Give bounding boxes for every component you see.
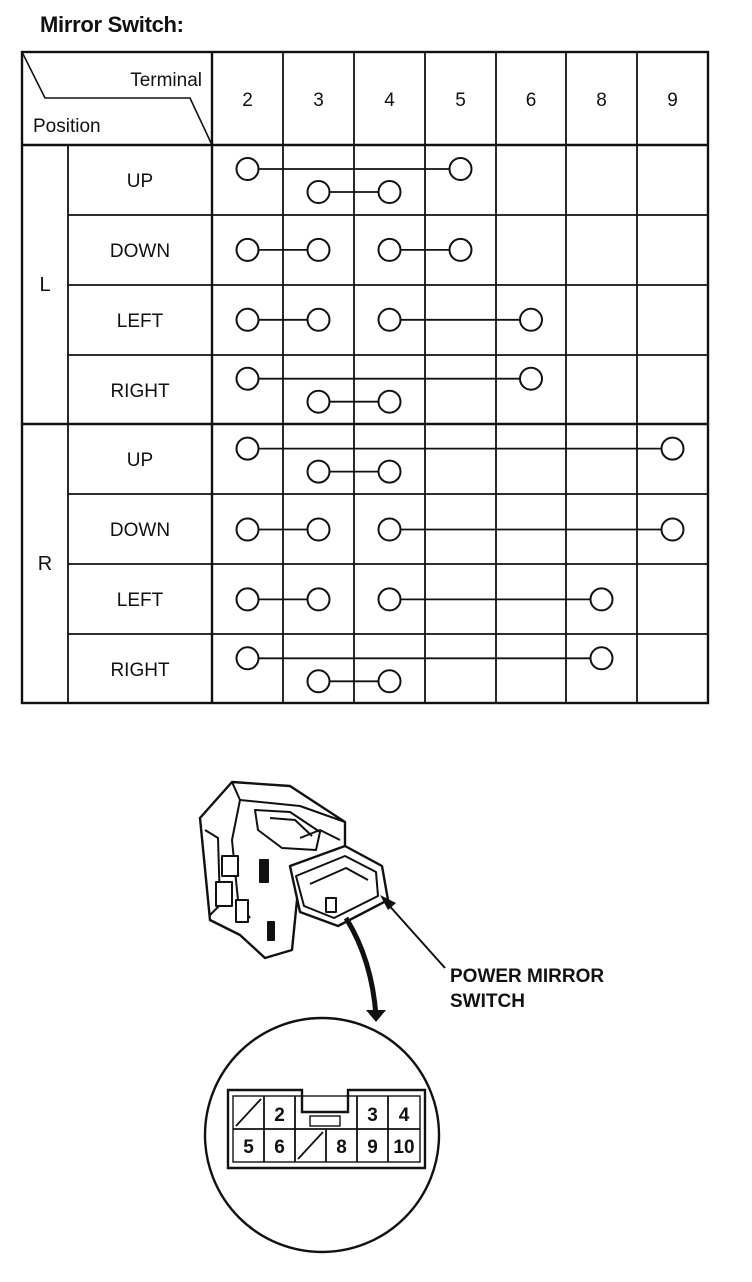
pin-number: 5 — [243, 1137, 254, 1158]
switch-tab — [215, 881, 233, 907]
terminal-node — [589, 587, 614, 612]
pin-number: 9 — [367, 1137, 378, 1158]
terminal-node — [235, 237, 260, 262]
pin-number: 8 — [336, 1137, 347, 1158]
terminal-node — [306, 587, 331, 612]
terminal-node — [377, 307, 402, 332]
group-label-right: R — [38, 553, 52, 575]
connector-pin-numbers: 2 3 4 5 6 8 9 10 — [243, 1105, 414, 1158]
terminal-node — [306, 459, 331, 484]
terminal-node — [377, 517, 402, 542]
position-label: RIGHT — [110, 381, 170, 402]
switch-drawing — [198, 780, 390, 960]
pin-number: 2 — [274, 1105, 285, 1126]
position-label: UP — [127, 450, 153, 471]
position-label: DOWN — [110, 241, 170, 262]
table-border — [20, 50, 710, 705]
terminal-node — [306, 389, 331, 414]
position-label: LEFT — [117, 311, 164, 332]
terminal-node — [660, 436, 685, 461]
terminal-node — [306, 180, 331, 204]
page-title: Mirror Switch: — [40, 12, 184, 37]
terminal-node — [377, 587, 402, 612]
terminal-node — [660, 517, 685, 542]
position-header-label: Position — [33, 116, 101, 137]
switch-tab — [221, 855, 239, 877]
corner-diagonal — [21, 51, 213, 146]
group-label-left: L — [39, 274, 50, 296]
continuity-links — [235, 157, 685, 694]
terminal-node — [377, 389, 402, 414]
position-label: RIGHT — [110, 660, 170, 681]
terminal-node — [377, 459, 402, 484]
callout-arrow — [380, 895, 446, 969]
terminal-node — [235, 587, 260, 612]
terminal-node — [235, 646, 260, 671]
terminal-header-label: Terminal — [130, 70, 202, 91]
callout-line-2: SWITCH — [450, 991, 525, 1012]
terminal-node — [235, 307, 260, 332]
terminal-node — [519, 307, 543, 332]
position-label: LEFT — [117, 590, 164, 611]
terminal-node — [377, 180, 402, 204]
terminal-node — [377, 237, 402, 262]
magnifier-pointer — [343, 916, 379, 1017]
terminal-node — [235, 517, 260, 542]
callout-line-1: POWER MIRROR — [450, 966, 604, 987]
terminal-headers: 2 3 4 5 6 8 9 — [242, 90, 678, 111]
pin-number: 6 — [274, 1137, 285, 1158]
terminal-node — [306, 237, 331, 262]
terminal-node — [235, 436, 260, 461]
pin-number: 3 — [367, 1105, 378, 1126]
terminal-number: 9 — [667, 90, 678, 111]
terminal-node — [306, 307, 331, 332]
terminal-node — [235, 157, 260, 181]
terminal-number: 4 — [384, 90, 395, 111]
pin-number: 10 — [393, 1137, 414, 1158]
connector-face — [226, 1088, 427, 1170]
switch-tab — [235, 899, 249, 923]
terminal-node — [306, 517, 331, 542]
magnified-view — [203, 1016, 441, 1254]
terminal-node — [377, 669, 402, 694]
continuity-table — [20, 50, 710, 705]
position-label: UP — [127, 171, 153, 192]
terminal-node — [448, 237, 473, 262]
terminal-number: 5 — [455, 90, 466, 111]
position-label: DOWN — [110, 520, 170, 541]
terminal-node — [519, 366, 543, 391]
terminal-node — [589, 646, 614, 671]
terminal-node — [306, 669, 331, 694]
pin-number: 4 — [399, 1105, 410, 1126]
position-labels: UP DOWN LEFT RIGHT UP DOWN LEFT RIGHT — [110, 171, 170, 681]
blank-cavity-mark — [235, 1098, 262, 1127]
terminal-number: 8 — [596, 90, 607, 111]
blank-cavity-mark — [297, 1131, 324, 1160]
terminal-number: 6 — [526, 90, 537, 111]
terminal-number: 2 — [242, 90, 253, 111]
terminal-node — [448, 157, 473, 181]
terminal-number: 3 — [313, 90, 324, 111]
terminal-node — [235, 366, 260, 391]
